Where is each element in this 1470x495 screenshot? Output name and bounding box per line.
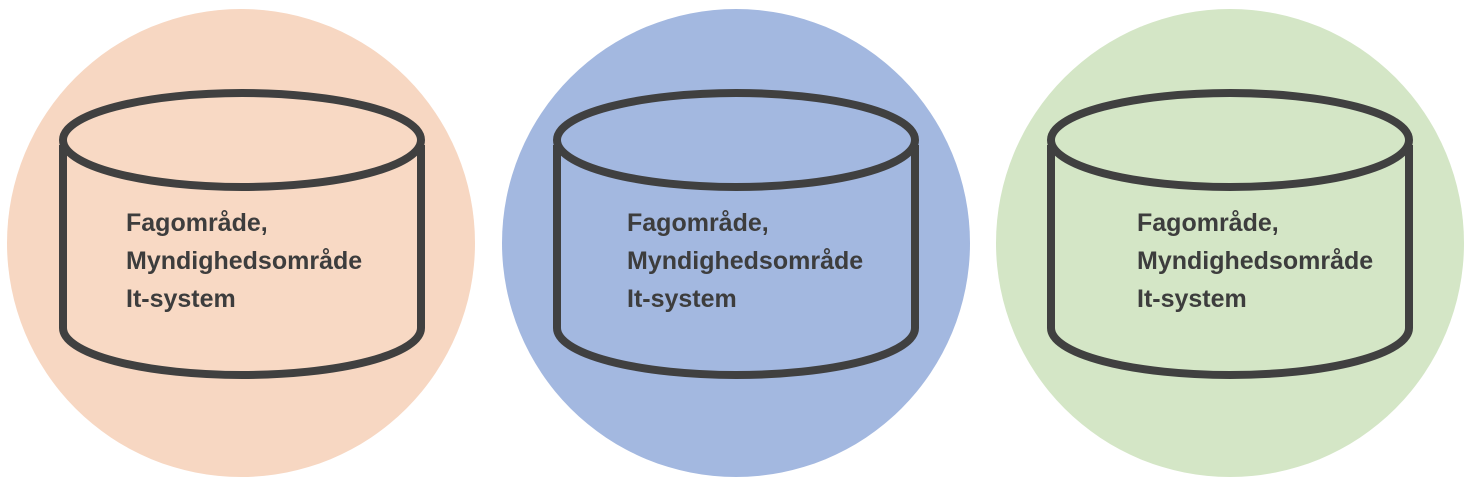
database-graphic-1	[7, 9, 475, 477]
database-cylinder-top	[1047, 89, 1413, 191]
database-cylinder-top	[553, 89, 919, 191]
label-line-2: Myndighedsområde	[126, 247, 363, 275]
database-graphic-2	[502, 9, 970, 477]
label-line-3: It-system	[126, 285, 236, 313]
label-line-3: It-system	[1137, 285, 1247, 313]
database-cylinder-body	[59, 145, 425, 379]
database-graphic-3	[996, 9, 1464, 477]
database-cylinder-top	[59, 89, 425, 191]
label-line-1: Fagområde,	[627, 209, 769, 237]
database-cylinder-body	[1047, 145, 1413, 379]
database-label: Fagområde, Myndighedsområde It-system	[627, 204, 863, 318]
label-line-2: Myndighedsområde	[627, 247, 864, 275]
database-label: Fagområde, Myndighedsområde It-system	[126, 204, 362, 318]
database-unit-1: Fagområde, Myndighedsområde It-system	[6, 8, 476, 478]
database-cylinder-body	[553, 145, 919, 379]
label-line-1: Fagområde,	[1137, 209, 1279, 237]
database-unit-3: Fagområde, Myndighedsområde It-system	[995, 8, 1465, 478]
label-line-3: It-system	[627, 285, 737, 313]
label-line-1: Fagområde,	[126, 209, 268, 237]
database-unit-2: Fagområde, Myndighedsområde It-system	[501, 8, 971, 478]
database-label: Fagområde, Myndighedsområde It-system	[1137, 204, 1373, 318]
label-line-2: Myndighedsområde	[1137, 247, 1374, 275]
